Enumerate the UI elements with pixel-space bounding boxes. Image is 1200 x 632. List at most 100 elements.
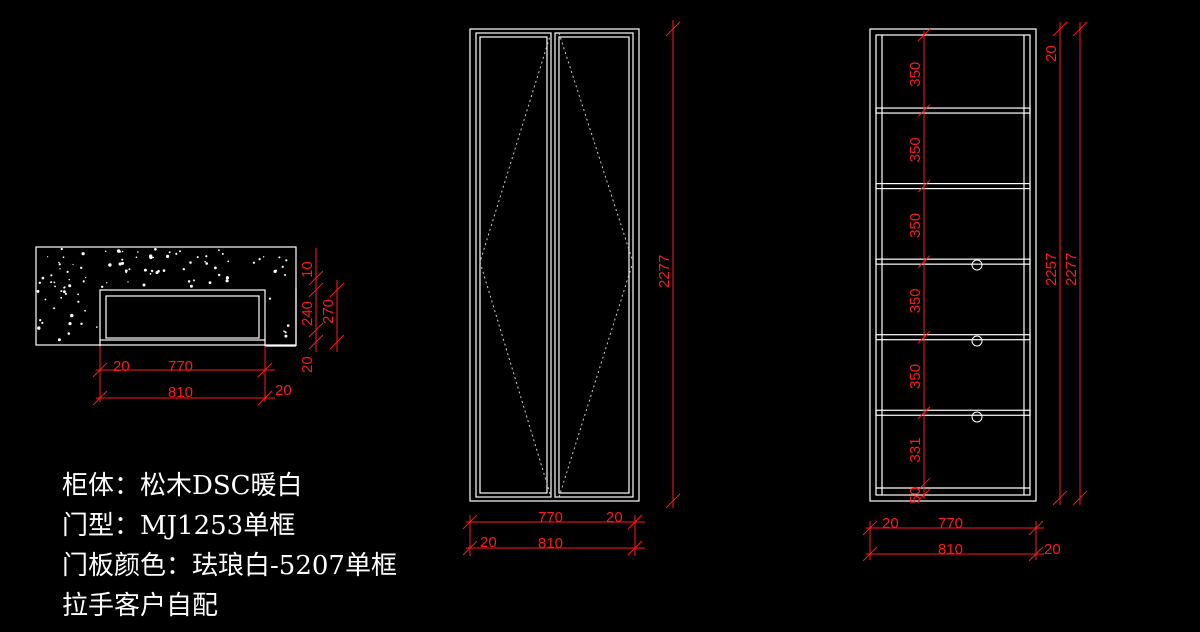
hatch-dot: [127, 281, 129, 283]
hatch-dot: [168, 251, 171, 254]
hatch-dot: [104, 250, 107, 253]
shelves: [875, 107, 1031, 416]
shelf-board: [875, 334, 1031, 341]
plan-dimensions: [92, 248, 345, 406]
hatch-dot: [221, 252, 224, 255]
material-notes: 柜体：松木DSC暖白 门型：MJ1253单框 门板颜色：珐琅白-5207单框 拉…: [62, 466, 397, 626]
door-dim-text: 2277 770 20 20 810: [480, 255, 673, 552]
interior-dim-top-panel: 20: [1043, 45, 1060, 62]
hatch-dot: [77, 293, 79, 296]
cabinet-inner-frame: [875, 34, 1031, 496]
hatch-dot: [82, 280, 85, 283]
shelf-spacing-label: 350: [907, 137, 924, 162]
hatch-dot: [125, 271, 128, 274]
shelf-board: [875, 183, 1031, 190]
door-dim-inner-width: 770: [538, 509, 563, 526]
hatch-dot: [37, 326, 41, 330]
hatch-dot: [225, 279, 229, 283]
hatch-dot: [105, 282, 108, 284]
plan-inner-box: [105, 295, 260, 339]
plan-dim-text: 20 770 810 20 10 240 20 270: [113, 261, 337, 401]
hatch-dot: [68, 284, 72, 288]
hatch-dot: [214, 266, 217, 270]
shelf-spacing-label: 350: [907, 213, 924, 238]
hatch-dot: [284, 331, 287, 334]
hatch-dot: [72, 263, 74, 266]
hatch-dot: [59, 268, 61, 270]
hatch-dot: [149, 272, 152, 275]
hatch-dot: [149, 255, 153, 259]
interior-dim-total-width: 810: [938, 541, 963, 558]
interior-elevation: [869, 28, 1037, 502]
hatch-dot: [54, 285, 56, 288]
hatch-dot: [121, 258, 124, 261]
hatch-dot: [218, 273, 221, 277]
hatch-dot: [162, 269, 166, 272]
door-elevation: [469, 28, 640, 502]
interior-dim-inner-width: 770: [938, 515, 963, 532]
hatch-dot: [60, 247, 63, 251]
shelf-board: [875, 258, 1031, 265]
shelf-pin: [971, 259, 983, 271]
door-right-panel-inner: [558, 36, 630, 494]
shelf-pin: [971, 411, 983, 423]
hatch-dot: [284, 334, 288, 338]
hatch-dot: [155, 271, 159, 275]
hatch-dot: [41, 321, 44, 324]
shelf-spacing-label: 331: [907, 437, 924, 462]
hatch-dot: [63, 286, 65, 289]
shelf-dimension-tick: [917, 406, 931, 420]
hatch-dot: [66, 270, 69, 273]
plan-view: [35, 246, 297, 347]
hatch-dot: [150, 269, 154, 273]
interior-dim-side-left: 20: [882, 515, 899, 532]
hatch-dot: [205, 262, 208, 265]
interior-dim-side-right: 20: [1044, 541, 1061, 558]
hatch-dot: [286, 324, 290, 327]
door-dimensions: [462, 20, 681, 556]
interior-dimensions: [862, 21, 1088, 562]
shelf-pins: [971, 259, 983, 423]
shelf-spacing-label: 350: [907, 364, 924, 389]
hatch-dot: [189, 261, 192, 264]
plan-dim-inner-width: 770: [168, 358, 193, 375]
hatch-dot: [166, 254, 170, 258]
hatch-dot: [121, 250, 124, 253]
note-cabinet-body: 柜体：松木DSC暖白: [62, 471, 303, 501]
hatch-dot: [281, 265, 284, 268]
hatch-dot: [128, 268, 131, 271]
hatch-dot: [208, 281, 212, 284]
hatch-dot: [118, 262, 122, 266]
shelf-spacing-label: 350: [907, 62, 924, 87]
plan-dim-total-depth: 270: [320, 299, 337, 324]
hatch-dot: [41, 276, 45, 280]
hatch-dot: [108, 263, 112, 267]
hatch-dot: [85, 277, 87, 279]
hatch-dot: [252, 261, 255, 264]
hatch-dot: [283, 330, 285, 333]
note-handles: 拉手客户自配: [62, 591, 219, 621]
hatch-dot: [60, 296, 63, 299]
hatch-dot: [57, 338, 61, 342]
interior-dim-inner-height: 2257: [1043, 253, 1060, 286]
note-door-type: 门型：MJ1253单框: [62, 511, 296, 541]
hatch-dot: [50, 281, 53, 284]
hatch-dot: [60, 290, 63, 293]
hatch-dot: [58, 261, 60, 264]
hatch-dot: [275, 269, 278, 272]
hatch-dot: [80, 322, 83, 325]
plan-dim-total-width: 810: [168, 384, 193, 401]
hatch-dot: [53, 281, 56, 284]
interior-dim-text: 20 2257 2277 20 770 810 20: [882, 45, 1080, 558]
hatch-dot: [64, 292, 67, 295]
shelf-board: [875, 409, 1031, 416]
hatch-dot: [193, 279, 195, 282]
hatch-dot: [187, 280, 191, 283]
hatch-dot: [205, 255, 208, 258]
shelf-dimensions: [917, 28, 931, 502]
shelf-board: [875, 107, 1031, 114]
shelf-dimension-tick: [917, 255, 931, 269]
shelf-spacing-label: 50: [907, 487, 924, 504]
